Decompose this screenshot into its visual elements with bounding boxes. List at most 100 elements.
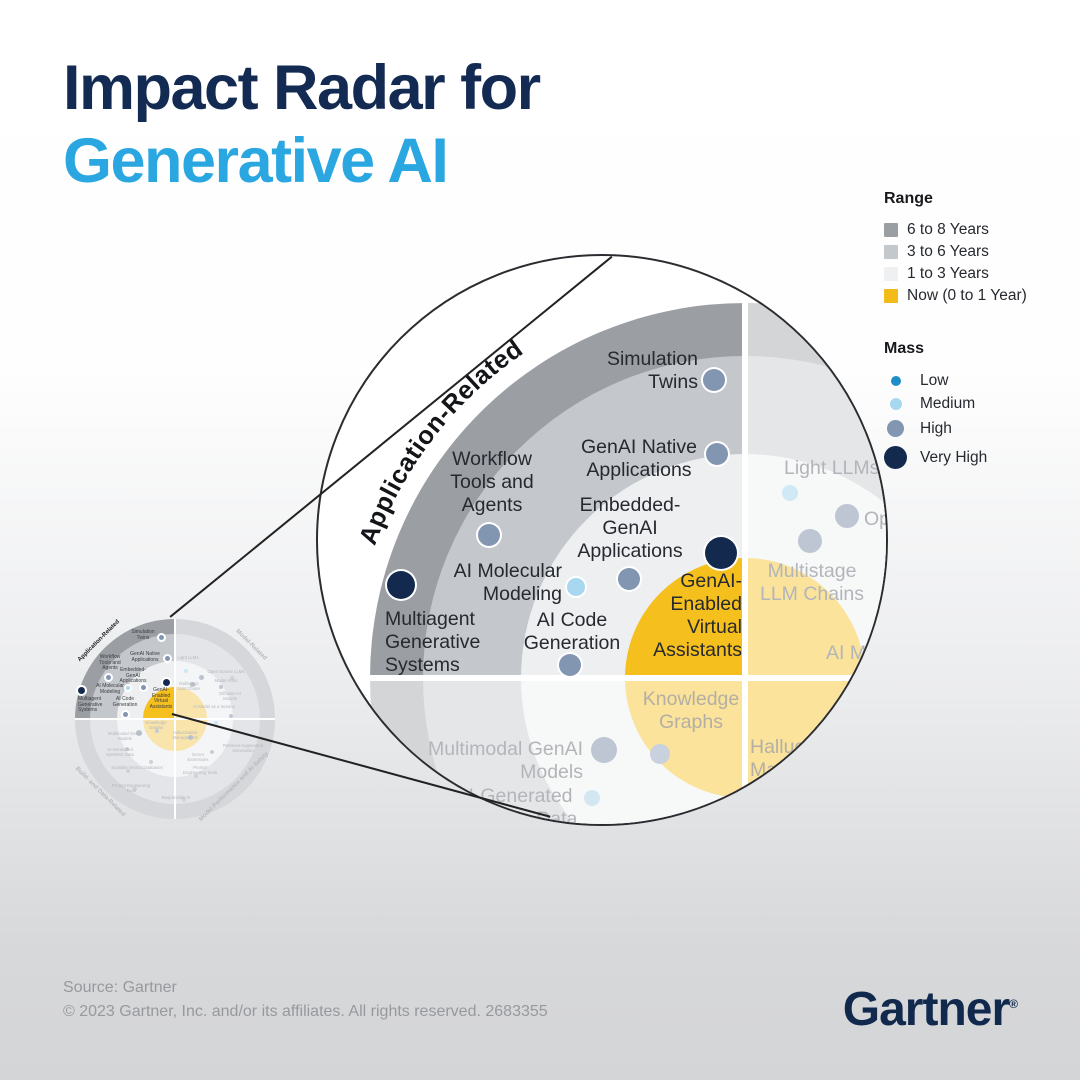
- mini-blip-faded: [210, 750, 214, 754]
- radar-label-genai: GenAI Extensions: [187, 752, 209, 762]
- legend-mass-item: Medium: [884, 392, 1074, 415]
- radar-label-genai-native: GenAI Native Applications: [581, 436, 697, 481]
- radar-label-prompt: Prompt Engineering Tools: [182, 765, 218, 775]
- radar-label-ai-model-as-a-service: AI Model as a Service: [193, 704, 235, 709]
- mass-dot-high: [887, 420, 904, 437]
- radar-label-model-hubs: Model Hubs: [214, 678, 238, 683]
- range-label: 1 to 3 Years: [907, 265, 989, 282]
- radar-label-genai: GenAI- Enabled Virtual Assistants: [149, 687, 173, 710]
- mini-blip-faded: [184, 669, 188, 673]
- mini-blip: [158, 634, 164, 640]
- legend-range-item: 3 to 6 Years: [884, 241, 1074, 263]
- radar-label-multistage: Multistage LLM Chains: [759, 560, 865, 605]
- legend-mass-item: Low: [884, 369, 1074, 392]
- mass-label: Low: [920, 371, 949, 389]
- blip-multiagent-generative-systems: [387, 571, 415, 599]
- mini-blip-faded: [194, 774, 198, 778]
- gartner-logo: Gartner®: [842, 982, 1018, 1037]
- legend-range-item: 1 to 3 Years: [884, 263, 1074, 285]
- legend-range-heading: Range: [884, 190, 933, 207]
- footer-copyright: © 2023 Gartner, Inc. and/or its affiliat…: [63, 1003, 548, 1020]
- mini-blip: [77, 686, 85, 694]
- blip-light-llms-faded: [782, 485, 798, 501]
- radar-label-simulation: Simulation Twins: [606, 348, 698, 393]
- radar-label-hallucination: Hallucination Management: [750, 736, 864, 781]
- mini-blip: [105, 674, 111, 680]
- lens-separator-vertical: [742, 256, 748, 824]
- radar-label-multiagent: Multiagent Generative Systems: [78, 696, 103, 714]
- legend-mass-item: Very High: [884, 442, 1074, 473]
- mini-blip-faded: [136, 730, 142, 736]
- mass-dot-low: [891, 375, 901, 386]
- range-swatch-3-6: [884, 245, 898, 259]
- radar-label-ai-molecular: AI Molecular Modeling: [96, 683, 124, 695]
- range-label: 6 to 8 Years: [907, 221, 989, 238]
- mini-blip-faded: [126, 769, 130, 773]
- blip-workflow-tools-and-agents: [478, 524, 500, 546]
- blip-genai-native-applications: [706, 443, 728, 465]
- radar-label-scalable-vector-databases: Scalable Vector Databases: [111, 765, 163, 770]
- footer: Source: Gartner © 2023 Gartner, Inc. and…: [63, 976, 548, 1024]
- legend-range-item: Now (0 to 1 Year): [884, 285, 1074, 307]
- range-swatch-6-8: [884, 223, 898, 237]
- footer-source: Source: Gartner: [63, 979, 177, 996]
- range-label: 3 to 6 Years: [907, 243, 989, 260]
- radar-label-light-llms: Light LLMs: [784, 457, 880, 479]
- radar-label-prompt-engineering: Prompt Engineering Tools: [112, 783, 150, 793]
- range-swatch-1-3: [884, 267, 898, 281]
- legend-mass-heading: Mass: [884, 340, 925, 357]
- blip-ai-generated-synthetic-data-faded: [584, 790, 600, 806]
- radar-label-open-source-llms: Open Source LLMs: [207, 669, 245, 674]
- radar-label-retrieval-augmented: Retrieval-Augmented Generation: [222, 743, 264, 753]
- mini-blip-faded: [198, 674, 204, 680]
- mini-highlight-quadrant: [75, 619, 175, 719]
- mini-blip: [126, 686, 130, 690]
- radar-label-ai-model-as-a-service: AI Model as a Service: [826, 642, 888, 664]
- mini-blip-faded: [182, 798, 186, 802]
- mini-blip-faded: [230, 676, 234, 680]
- radar-label-genai-native: GenAI Native Applications: [130, 651, 160, 663]
- radar-label-workflow: Workflow Tools and Agents: [99, 654, 121, 672]
- mini-blip: [140, 684, 146, 690]
- radar-label-ai-molecular: AI Molecular Modeling: [453, 560, 562, 605]
- legend: Range 6 to 8 Years 3 to 6 Years 1 to 3 Y…: [884, 190, 1074, 473]
- blip-open-source-llms-faded: [835, 504, 859, 528]
- mass-label: Medium: [920, 394, 976, 412]
- range-label: Now (0 to 1 Year): [907, 287, 1027, 304]
- radar-label-knowledge: Knowledge Graphs: [642, 688, 740, 733]
- mini-blip-faded: [189, 681, 195, 687]
- legend-range-item: 6 to 8 Years: [884, 219, 1074, 241]
- mini-separator-horizontal: [75, 718, 275, 720]
- radar-label-multimodal-genai: Multimodal GenAI Models: [107, 731, 143, 741]
- mini-blip-faded: [229, 714, 233, 718]
- radar-label-embedded: Embedded- GenAI Applications: [119, 667, 147, 685]
- mini-blip: [122, 711, 128, 717]
- mini-blip-faded: [187, 734, 193, 740]
- radar-label-ai-code: AI Code Generation: [523, 609, 621, 654]
- page-title-line1: Impact Radar for: [63, 53, 541, 123]
- gartner-logo-text: Gartner: [842, 983, 1010, 1036]
- radar-label-knowledge: Knowledge Graphs: [145, 720, 167, 730]
- legend-mass: Mass Low Medium High Very High: [884, 340, 1074, 473]
- mini-blip-faded: [133, 787, 137, 791]
- blip-genai-enabled-virtual-assistants: [705, 537, 737, 569]
- radar-label-simulation: Simulation Twins: [131, 629, 155, 641]
- radar-label-multiagent: Multiagent Generative Systems: [385, 608, 481, 676]
- blip-ai-code-generation: [559, 654, 581, 676]
- radar-label-ai-code: AI Code Generation: [112, 696, 138, 708]
- mini-blip: [162, 678, 170, 686]
- blip-ai-molecular-modeling: [567, 578, 585, 596]
- blip-multimodal-genai-models-faded: [591, 737, 617, 763]
- mass-label: High: [920, 419, 952, 437]
- radar-label-genai: GenAI- Enabled Virtual Assistants: [653, 570, 742, 661]
- mini-blip-faded: [155, 729, 159, 733]
- blip-multistage-llm-chains-faded: [798, 529, 822, 553]
- mini-blip-faded: [219, 685, 223, 689]
- lens-separator-horizontal: [318, 675, 886, 681]
- mass-dot-medium: [890, 397, 902, 410]
- mini-blip-faded: [125, 747, 129, 751]
- radar-label-embedded: Embedded- GenAI Applications: [577, 494, 683, 562]
- radar-label-workflow: Workflow Tools and Agents: [450, 448, 534, 516]
